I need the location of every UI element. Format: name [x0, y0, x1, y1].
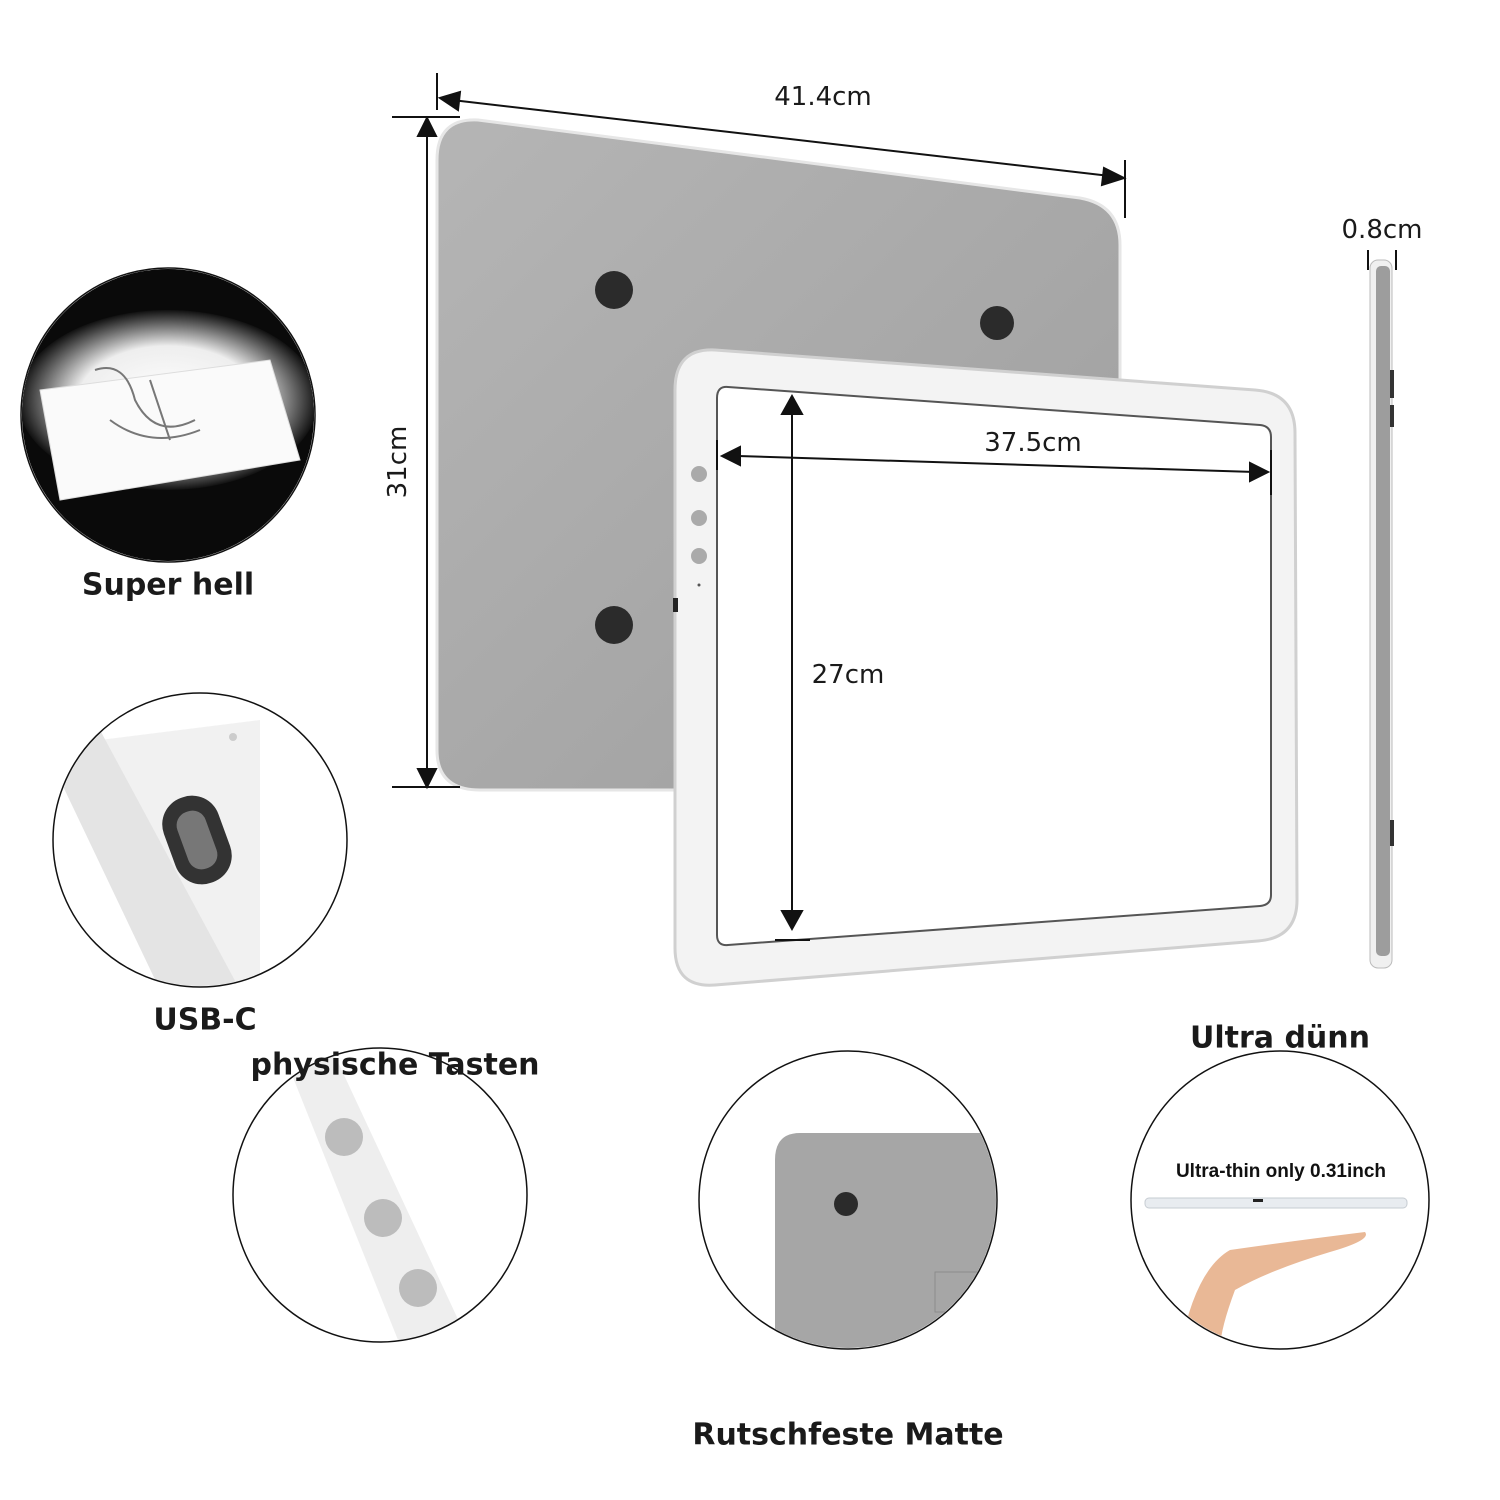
feature-mat-image — [700, 1052, 996, 1348]
power-icon — [325, 1118, 363, 1156]
height-dimension-label: 31cm — [383, 425, 413, 499]
feature-caption-buttons: physische Tasten — [250, 1047, 540, 1083]
brightness-button-icon — [691, 548, 707, 564]
dimension-lines — [392, 73, 1397, 941]
thickness-dimension-label: 0.8cm — [1341, 215, 1423, 245]
feature-buttons-image — [234, 1049, 526, 1341]
width-dimension-label: 41.4cm — [774, 82, 872, 112]
mode-button-icon — [691, 510, 707, 526]
foot-pad — [980, 306, 1014, 340]
active-height-label: 27cm — [811, 660, 885, 690]
power-button-icon — [691, 466, 707, 482]
front-light-pad — [673, 348, 1299, 987]
side-profile — [1369, 259, 1394, 969]
feature-caption-usbc: USB-C — [153, 1002, 257, 1038]
feature-usbc-image — [54, 694, 346, 986]
ultra-thin-inset-text: Ultra-thin only 0.31inch — [1175, 1161, 1387, 1182]
feature-thin-image — [1132, 1052, 1428, 1348]
foot-pad — [595, 271, 633, 309]
active-width-label: 37.5cm — [984, 428, 1082, 458]
feature-caption-mat: Rutschfeste Matte — [692, 1417, 1004, 1453]
feature-caption-bright: Super hell — [81, 567, 255, 603]
feature-bright-image — [22, 269, 314, 561]
feature-caption-thin: Ultra dünn — [1189, 1020, 1371, 1056]
mode-icon — [364, 1199, 402, 1237]
brightness-icon — [399, 1269, 437, 1307]
foot-pad — [595, 606, 633, 644]
